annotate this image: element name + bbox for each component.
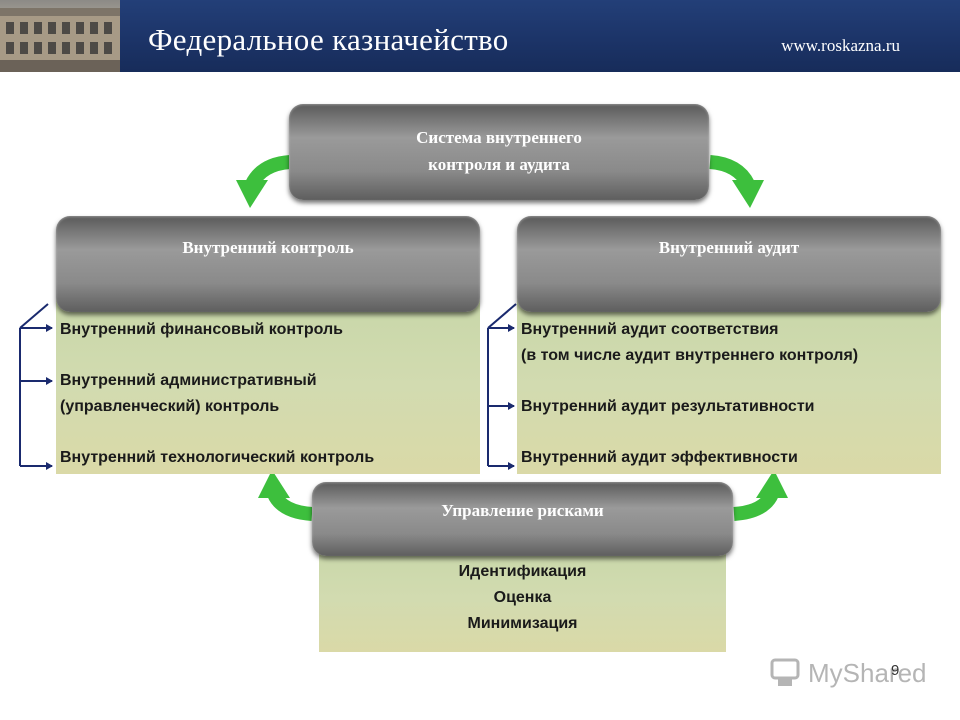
risk-management-title-box: Управление рисками [312,482,733,556]
internal-control-title-box: Внутренний контроль [56,216,480,312]
header-banner: Федеральное казначейство www.roskazna.ru [0,0,960,72]
internal-control-title: Внутренний контроль [182,238,354,257]
internal-control-item-1: Внутренний финансовый контроль [60,321,343,338]
risk-management-panel: Идентификация Оценка Минимизация [319,545,726,652]
watermark-icon [770,658,800,686]
internal-audit-item-2: Внутренний аудит результативности [521,398,815,415]
arrow-bottom-left-icon [258,470,313,521]
watermark-logo: MyShared [768,656,928,692]
left-bracket-connector [19,303,53,470]
page-number: 9 [891,662,900,679]
right-bracket-connector [487,303,517,470]
internal-audit-panel: Внутренний аудит соответствия (в том чис… [517,298,941,474]
system-box-line2: контроля и аудита [428,155,570,174]
internal-audit-item-3: Внутренний аудит эффективности [521,449,798,466]
internal-audit-title-box: Внутренний аудит [517,216,941,312]
building-photo [0,0,120,72]
risk-item-assessment: Оценка [493,589,552,606]
system-box-line1: Система внутреннего [416,128,582,147]
risk-management-title: Управление рисками [441,501,604,520]
arrow-bottom-right-icon [733,470,788,521]
arrow-top-right-icon [709,155,764,208]
internal-control-item-2b: (управленческий) контроль [60,398,280,415]
internal-audit-item-1a: Внутренний аудит соответствия [521,321,779,338]
arrow-top-left-icon [236,155,291,208]
header-title: Федеральное казначейство [148,22,509,57]
risk-item-minimization: Минимизация [467,615,578,632]
internal-audit-title: Внутренний аудит [658,238,800,257]
header-url[interactable]: www.roskazna.ru [781,36,900,55]
watermark-text: MyShared [808,658,927,688]
internal-control-item-2a: Внутренний административный [60,372,317,389]
internal-control-panel: Внутренний финансовый контроль Внутренни… [56,298,480,474]
internal-audit-item-1b: (в том числе аудит внутреннего контроля) [521,347,859,364]
risk-item-identification: Идентификация [458,563,587,580]
internal-control-item-3: Внутренний технологический контроль [60,449,375,466]
system-control-audit-box: Система внутреннего контроля и аудита [289,104,709,200]
